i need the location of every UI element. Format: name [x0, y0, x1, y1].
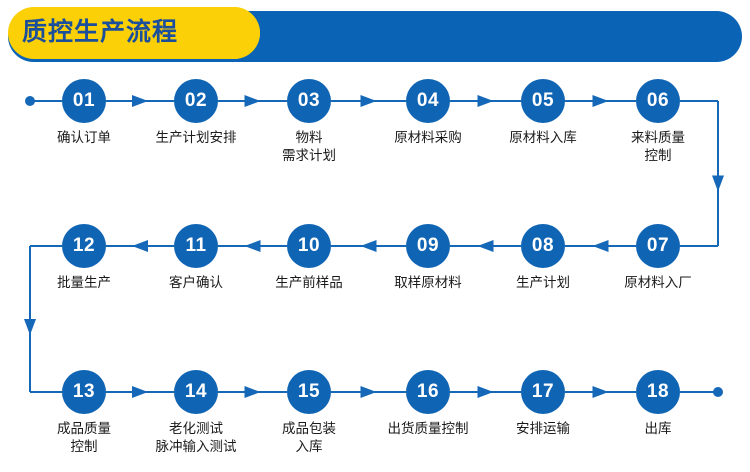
header-yellow-bar-tail: [120, 7, 260, 59]
flow-step-node-12[interactable]: 12: [62, 224, 106, 268]
flow-step-node-05[interactable]: 05: [521, 79, 565, 123]
flow-step-node-10[interactable]: 10: [287, 224, 331, 268]
flow-step-node-03[interactable]: 03: [287, 79, 331, 123]
flow-step-node-11[interactable]: 11: [174, 224, 218, 268]
flow-step-label-12: 批量生产: [57, 275, 111, 290]
flow-step-node-07[interactable]: 07: [636, 224, 680, 268]
page-title: 质控生产流程: [22, 18, 179, 46]
flow-step-label-10: 生产前样品: [275, 275, 343, 290]
flow-step-label-11: 客户确认: [169, 275, 223, 290]
flow-step-node-15[interactable]: 15: [287, 370, 331, 414]
flow-step-label-04: 原材料采购: [394, 130, 462, 145]
flow-step-node-01[interactable]: 01: [62, 79, 106, 123]
flow-step-node-04[interactable]: 04: [406, 79, 450, 123]
flow-step-node-06[interactable]: 06: [636, 79, 680, 123]
flow-step-node-08[interactable]: 08: [521, 224, 565, 268]
flow-step-label-09: 取样原材料: [394, 275, 462, 290]
flow-step-node-02[interactable]: 02: [174, 79, 218, 123]
flow-step-label-01: 确认订单: [57, 130, 111, 145]
flow-step-node-09[interactable]: 09: [406, 224, 450, 268]
flow-step-label-08: 生产计划: [516, 275, 570, 290]
flow-step-label-02: 生产计划安排: [155, 130, 237, 145]
flow-step-label-14: 老化测试 脉冲输入测试: [155, 421, 237, 454]
flow-step-node-16[interactable]: 16: [406, 370, 450, 414]
flow-step-label-05: 原材料入库: [509, 130, 577, 145]
flow-step-label-06: 来料质量 控制: [631, 130, 685, 163]
header-banner: 质控生产流程: [0, 0, 750, 75]
flow-step-label-18: 出库: [644, 421, 672, 436]
flow-step-label-16: 出货质量控制: [387, 421, 469, 436]
flow-step-label-17: 安排运输: [516, 421, 570, 436]
flow-step-label-15: 成品包装 入库: [282, 421, 336, 454]
flow-step-node-18[interactable]: 18: [636, 370, 680, 414]
flow-step-node-17[interactable]: 17: [521, 370, 565, 414]
flow-step-label-03: 物料 需求计划: [282, 130, 336, 163]
flow-step-node-14[interactable]: 14: [174, 370, 218, 414]
flow-step-node-13[interactable]: 13: [62, 370, 106, 414]
flow-step-label-07: 原材料入厂: [624, 275, 692, 290]
flow-step-label-13: 成品质量 控制: [57, 421, 111, 454]
